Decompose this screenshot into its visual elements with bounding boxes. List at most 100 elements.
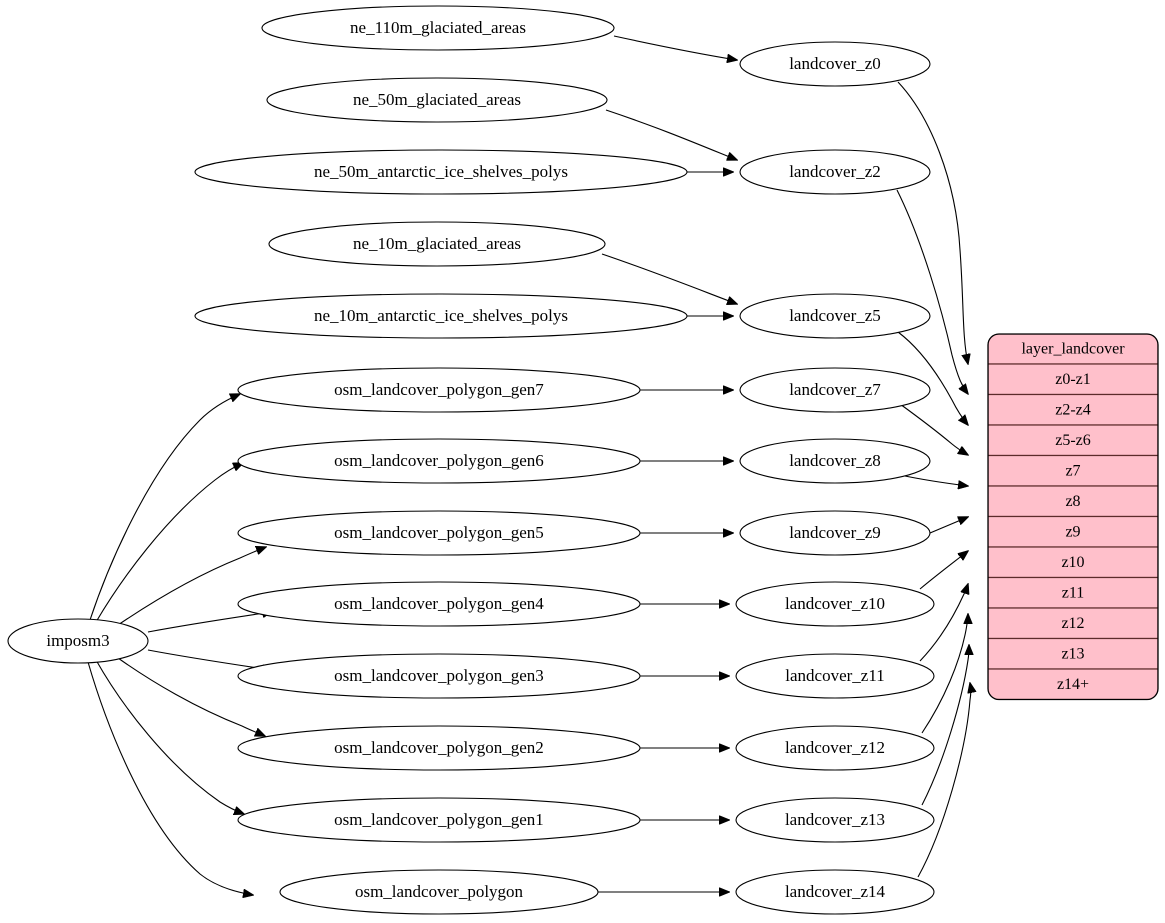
source-node-osm_landcover_polygon_gen2[interactable]: osm_landcover_polygon_gen2 bbox=[237, 725, 641, 771]
source-node-shape-imposm3[interactable] bbox=[7, 618, 149, 664]
layer-node-shape-landcover_z12[interactable] bbox=[735, 725, 935, 771]
edge-landcover_z7-to-row_z7 bbox=[899, 403, 968, 455]
source-node-osm_landcover_polygon[interactable]: osm_landcover_polygon bbox=[279, 869, 599, 915]
edge-imposm3-to-osm_landcover_polygon_gen1 bbox=[95, 659, 244, 814]
layer-node-label-landcover_z12: landcover_z12 bbox=[785, 738, 885, 757]
source-node-imposm3[interactable]: imposm3 bbox=[7, 618, 149, 664]
source-node-label-ne_10m_glaciated_areas: ne_10m_glaciated_areas bbox=[353, 234, 521, 253]
source-node-shape-osm_landcover_polygon_gen2[interactable] bbox=[237, 725, 641, 771]
source-node-osm_landcover_polygon_gen1[interactable]: osm_landcover_polygon_gen1 bbox=[237, 797, 641, 843]
nodes-layer: imposm3 ne_110m_glaciated_areas ne_50m_gla… bbox=[7, 5, 935, 915]
source-node-ne_50m_glaciated_areas[interactable]: ne_50m_glaciated_areas bbox=[266, 77, 608, 123]
layer-node-shape-landcover_z0[interactable] bbox=[739, 41, 931, 87]
record-row-label-z0-z1: z0-z1 bbox=[1055, 371, 1091, 388]
layer-node-landcover_z5[interactable]: landcover_z5 bbox=[739, 293, 931, 339]
source-node-shape-osm_landcover_polygon_gen3[interactable] bbox=[237, 653, 641, 699]
edge-imposm3-to-osm_landcover_polygon bbox=[87, 661, 253, 895]
edge-landcover_z0-to-row_z0-z1 bbox=[897, 81, 968, 364]
layer-node-label-landcover_z5: landcover_z5 bbox=[789, 306, 881, 325]
layer-node-landcover_z2[interactable]: landcover_z2 bbox=[739, 149, 931, 195]
layer-node-landcover_z11[interactable]: landcover_z11 bbox=[735, 653, 935, 699]
layer-node-label-landcover_z10: landcover_z10 bbox=[785, 594, 885, 613]
record-header-label: layer_landcover bbox=[1021, 341, 1125, 358]
source-node-osm_landcover_polygon_gen5[interactable]: osm_landcover_polygon_gen5 bbox=[237, 510, 641, 556]
edge-imposm3-to-osm_landcover_polygon_gen2 bbox=[117, 657, 265, 736]
layer-node-shape-landcover_z11[interactable] bbox=[735, 653, 935, 699]
layer-node-shape-landcover_z13[interactable] bbox=[735, 797, 935, 843]
edge-landcover_z8-to-row_z8 bbox=[899, 474, 968, 486]
edge-imposm3-to-osm_landcover_polygon_gen7 bbox=[89, 394, 240, 621]
source-node-osm_landcover_polygon_gen6[interactable]: osm_landcover_polygon_gen6 bbox=[237, 438, 641, 484]
source-node-shape-ne_10m_antarctic_ice_shelves_polys[interactable] bbox=[194, 293, 688, 339]
source-node-shape-osm_landcover_polygon_gen7[interactable] bbox=[237, 367, 641, 413]
record-rows-group: layer_landcoverz0-z1z2-z4z5-z6z7z8z9z10z… bbox=[988, 334, 1158, 700]
layer-node-label-landcover_z2: landcover_z2 bbox=[789, 162, 881, 181]
source-node-label-ne_50m_antarctic_ice_shelves_polys: ne_50m_antarctic_ice_shelves_polys bbox=[314, 162, 568, 181]
record-row-z10[interactable] bbox=[988, 546, 1158, 579]
record-row-label-z12: z12 bbox=[1061, 615, 1084, 632]
edge-imposm3-to-osm_landcover_polygon_gen5 bbox=[117, 547, 266, 626]
layer-node-landcover_z13[interactable]: landcover_z13 bbox=[735, 797, 935, 843]
layer-node-landcover_z10[interactable]: landcover_z10 bbox=[735, 581, 935, 627]
record-row-z14+[interactable] bbox=[988, 668, 1158, 700]
source-node-shape-ne_50m_glaciated_areas[interactable] bbox=[266, 77, 608, 123]
layer-node-label-landcover_z0: landcover_z0 bbox=[789, 54, 881, 73]
layer-node-shape-landcover_z9[interactable] bbox=[739, 510, 931, 556]
source-node-osm_landcover_polygon_gen7[interactable]: osm_landcover_polygon_gen7 bbox=[237, 367, 641, 413]
layer-node-landcover_z14[interactable]: landcover_z14 bbox=[735, 869, 935, 915]
source-node-shape-ne_110m_glaciated_areas[interactable] bbox=[261, 5, 615, 51]
source-node-shape-osm_landcover_polygon_gen1[interactable] bbox=[237, 797, 641, 843]
layer-node-shape-landcover_z5[interactable] bbox=[739, 293, 931, 339]
layer-node-shape-landcover_z7[interactable] bbox=[739, 367, 931, 413]
layer-node-landcover_z0[interactable]: landcover_z0 bbox=[739, 41, 931, 87]
record-row-z9[interactable] bbox=[988, 515, 1158, 548]
layer-node-landcover_z9[interactable]: landcover_z9 bbox=[739, 510, 931, 556]
edge-landcover_z5-to-row_z5-z6 bbox=[897, 331, 968, 425]
record-header-cell[interactable] bbox=[988, 334, 1158, 365]
source-node-shape-osm_landcover_polygon_gen6[interactable] bbox=[237, 438, 641, 484]
record-row-z0-z1[interactable] bbox=[988, 363, 1158, 396]
edge-landcover_z9-to-row_z9 bbox=[929, 517, 968, 534]
record-row-label-z14+: z14+ bbox=[1057, 676, 1089, 693]
edge-landcover_z2-to-row_z2-z4 bbox=[896, 189, 968, 394]
record-row-label-z8: z8 bbox=[1065, 493, 1080, 510]
edges-layer bbox=[87, 35, 971, 895]
layer-node-label-landcover_z13: landcover_z13 bbox=[785, 810, 885, 829]
source-node-label-osm_landcover_polygon_gen7: osm_landcover_polygon_gen7 bbox=[334, 380, 544, 399]
source-node-shape-osm_landcover_polygon[interactable] bbox=[279, 869, 599, 915]
source-node-ne_10m_antarctic_ice_shelves_polys[interactable]: ne_10m_antarctic_ice_shelves_polys bbox=[194, 293, 688, 339]
record-row-z11[interactable] bbox=[988, 576, 1158, 609]
record-row-z7[interactable] bbox=[988, 454, 1158, 487]
record-row-label-z2-z4: z2-z4 bbox=[1055, 401, 1091, 418]
edge-imposm3-to-osm_landcover_polygon_gen6 bbox=[95, 463, 243, 623]
layer-node-shape-landcover_z2[interactable] bbox=[739, 149, 931, 195]
source-node-shape-ne_10m_glaciated_areas[interactable] bbox=[268, 221, 606, 267]
edge-landcover_z11-to-row_z11 bbox=[919, 584, 968, 662]
source-node-shape-osm_landcover_polygon_gen5[interactable] bbox=[237, 510, 641, 556]
source-node-label-ne_10m_antarctic_ice_shelves_polys: ne_10m_antarctic_ice_shelves_polys bbox=[314, 306, 568, 325]
source-node-shape-ne_50m_antarctic_ice_shelves_polys[interactable] bbox=[194, 149, 688, 195]
layer-node-landcover_z7[interactable]: landcover_z7 bbox=[739, 367, 931, 413]
layer-node-shape-landcover_z14[interactable] bbox=[735, 869, 935, 915]
source-node-label-osm_landcover_polygon_gen6: osm_landcover_polygon_gen6 bbox=[334, 451, 544, 470]
source-node-ne_110m_glaciated_areas[interactable]: ne_110m_glaciated_areas bbox=[261, 5, 615, 51]
layer-node-label-landcover_z14: landcover_z14 bbox=[785, 882, 886, 901]
layer-node-landcover_z12[interactable]: landcover_z12 bbox=[735, 725, 935, 771]
edge-ne_110m_glaciated_areas-to-landcover_z0 bbox=[613, 35, 737, 60]
record-node-outline[interactable] bbox=[987, 333, 1159, 701]
record-row-z2-z4[interactable] bbox=[988, 393, 1158, 426]
edge-ne_10m_glaciated_areas-to-landcover_z5 bbox=[601, 253, 737, 304]
layer-node-shape-landcover_z8[interactable] bbox=[739, 438, 931, 484]
layer-node-shape-landcover_z10[interactable] bbox=[735, 581, 935, 627]
source-node-shape-osm_landcover_polygon_gen4[interactable] bbox=[237, 581, 641, 627]
record-row-label-z7: z7 bbox=[1065, 462, 1080, 479]
source-node-osm_landcover_polygon_gen3[interactable]: osm_landcover_polygon_gen3 bbox=[237, 653, 641, 699]
layer-node-landcover_z8[interactable]: landcover_z8 bbox=[739, 438, 931, 484]
source-node-osm_landcover_polygon_gen4[interactable]: osm_landcover_polygon_gen4 bbox=[237, 581, 641, 627]
record-row-label-z13: z13 bbox=[1061, 645, 1084, 662]
source-node-ne_10m_glaciated_areas[interactable]: ne_10m_glaciated_areas bbox=[268, 221, 606, 267]
source-node-ne_50m_antarctic_ice_shelves_polys[interactable]: ne_50m_antarctic_ice_shelves_polys bbox=[194, 149, 688, 195]
record-node-layer: layer_landcoverz0-z1z2-z4z5-z6z7z8z9z10z… bbox=[987, 333, 1159, 701]
record-row-z13[interactable] bbox=[988, 637, 1158, 670]
